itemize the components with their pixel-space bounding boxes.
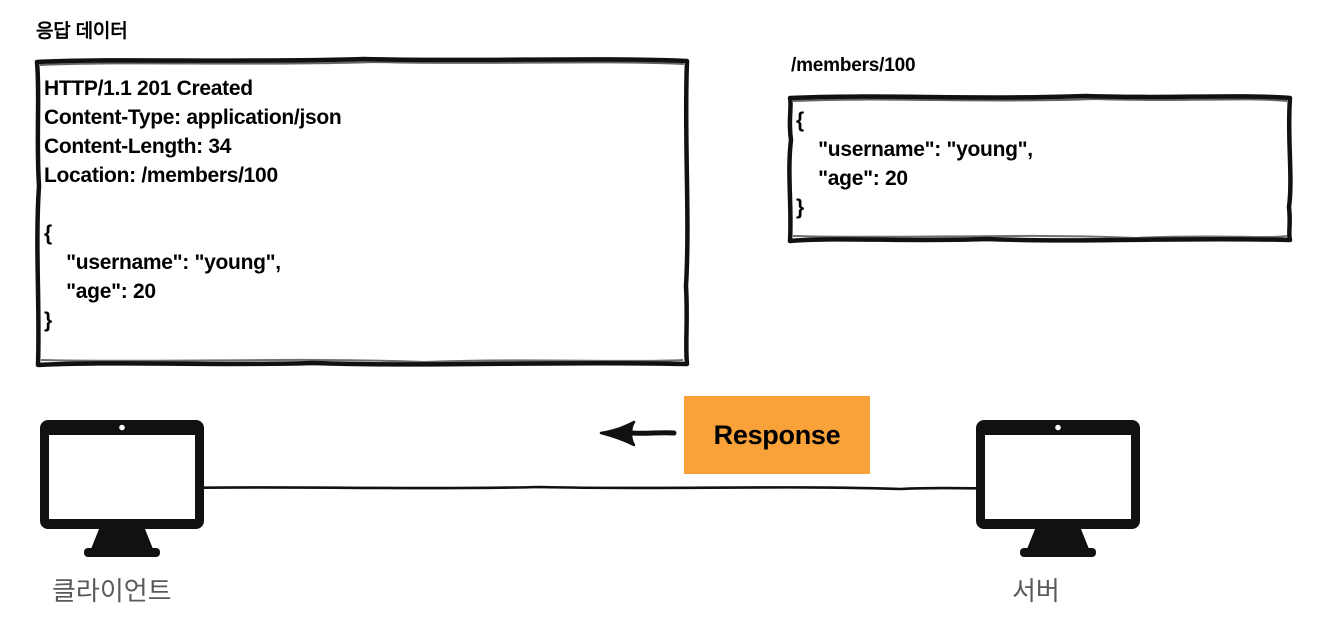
resource-body-username-field: "username": "young",: [796, 138, 1033, 161]
response-tag-label: Response: [713, 419, 841, 450]
client-label: 클라이언트: [52, 576, 172, 606]
client-computer-icon: [38, 418, 206, 558]
body-age-field: "age": 20: [44, 280, 156, 303]
resource-body-open-brace: {: [796, 109, 804, 132]
header-location-value: /members/100: [141, 164, 278, 187]
connection-line: [180, 485, 990, 491]
body-close-brace: }: [44, 309, 52, 332]
response-message-box: HTTP/1.1 201 Created Content-Type: appli…: [34, 56, 690, 368]
body-username-field: "username": "young",: [44, 251, 281, 274]
resource-path-title: /members/100: [791, 55, 916, 76]
response-tag: Response: [684, 396, 870, 474]
monitor-glyph: [976, 420, 1140, 557]
header-body-separator: [44, 190, 690, 219]
header-content-type: Content-Type: application/json: [44, 106, 342, 129]
header-location-key: Location:: [44, 164, 142, 187]
server-label: 서버: [1012, 576, 1060, 606]
monitor-glyph: [40, 420, 204, 557]
status-line: HTTP/1.1 201 Created: [44, 77, 253, 100]
header-content-length: Content-Length: 34: [44, 135, 232, 158]
server-computer-icon: [974, 418, 1142, 558]
header-location: Location: /members/100: [44, 161, 690, 190]
body-open-brace: {: [44, 222, 52, 245]
resource-body-close-brace: }: [796, 196, 804, 219]
resource-body-age-field: "age": 20: [796, 167, 908, 190]
response-arrow-icon: [599, 420, 677, 447]
response-data-title: 응답 데이터: [36, 21, 128, 42]
created-resource-box: { "username": "young", "age": 20 }: [786, 92, 1294, 244]
